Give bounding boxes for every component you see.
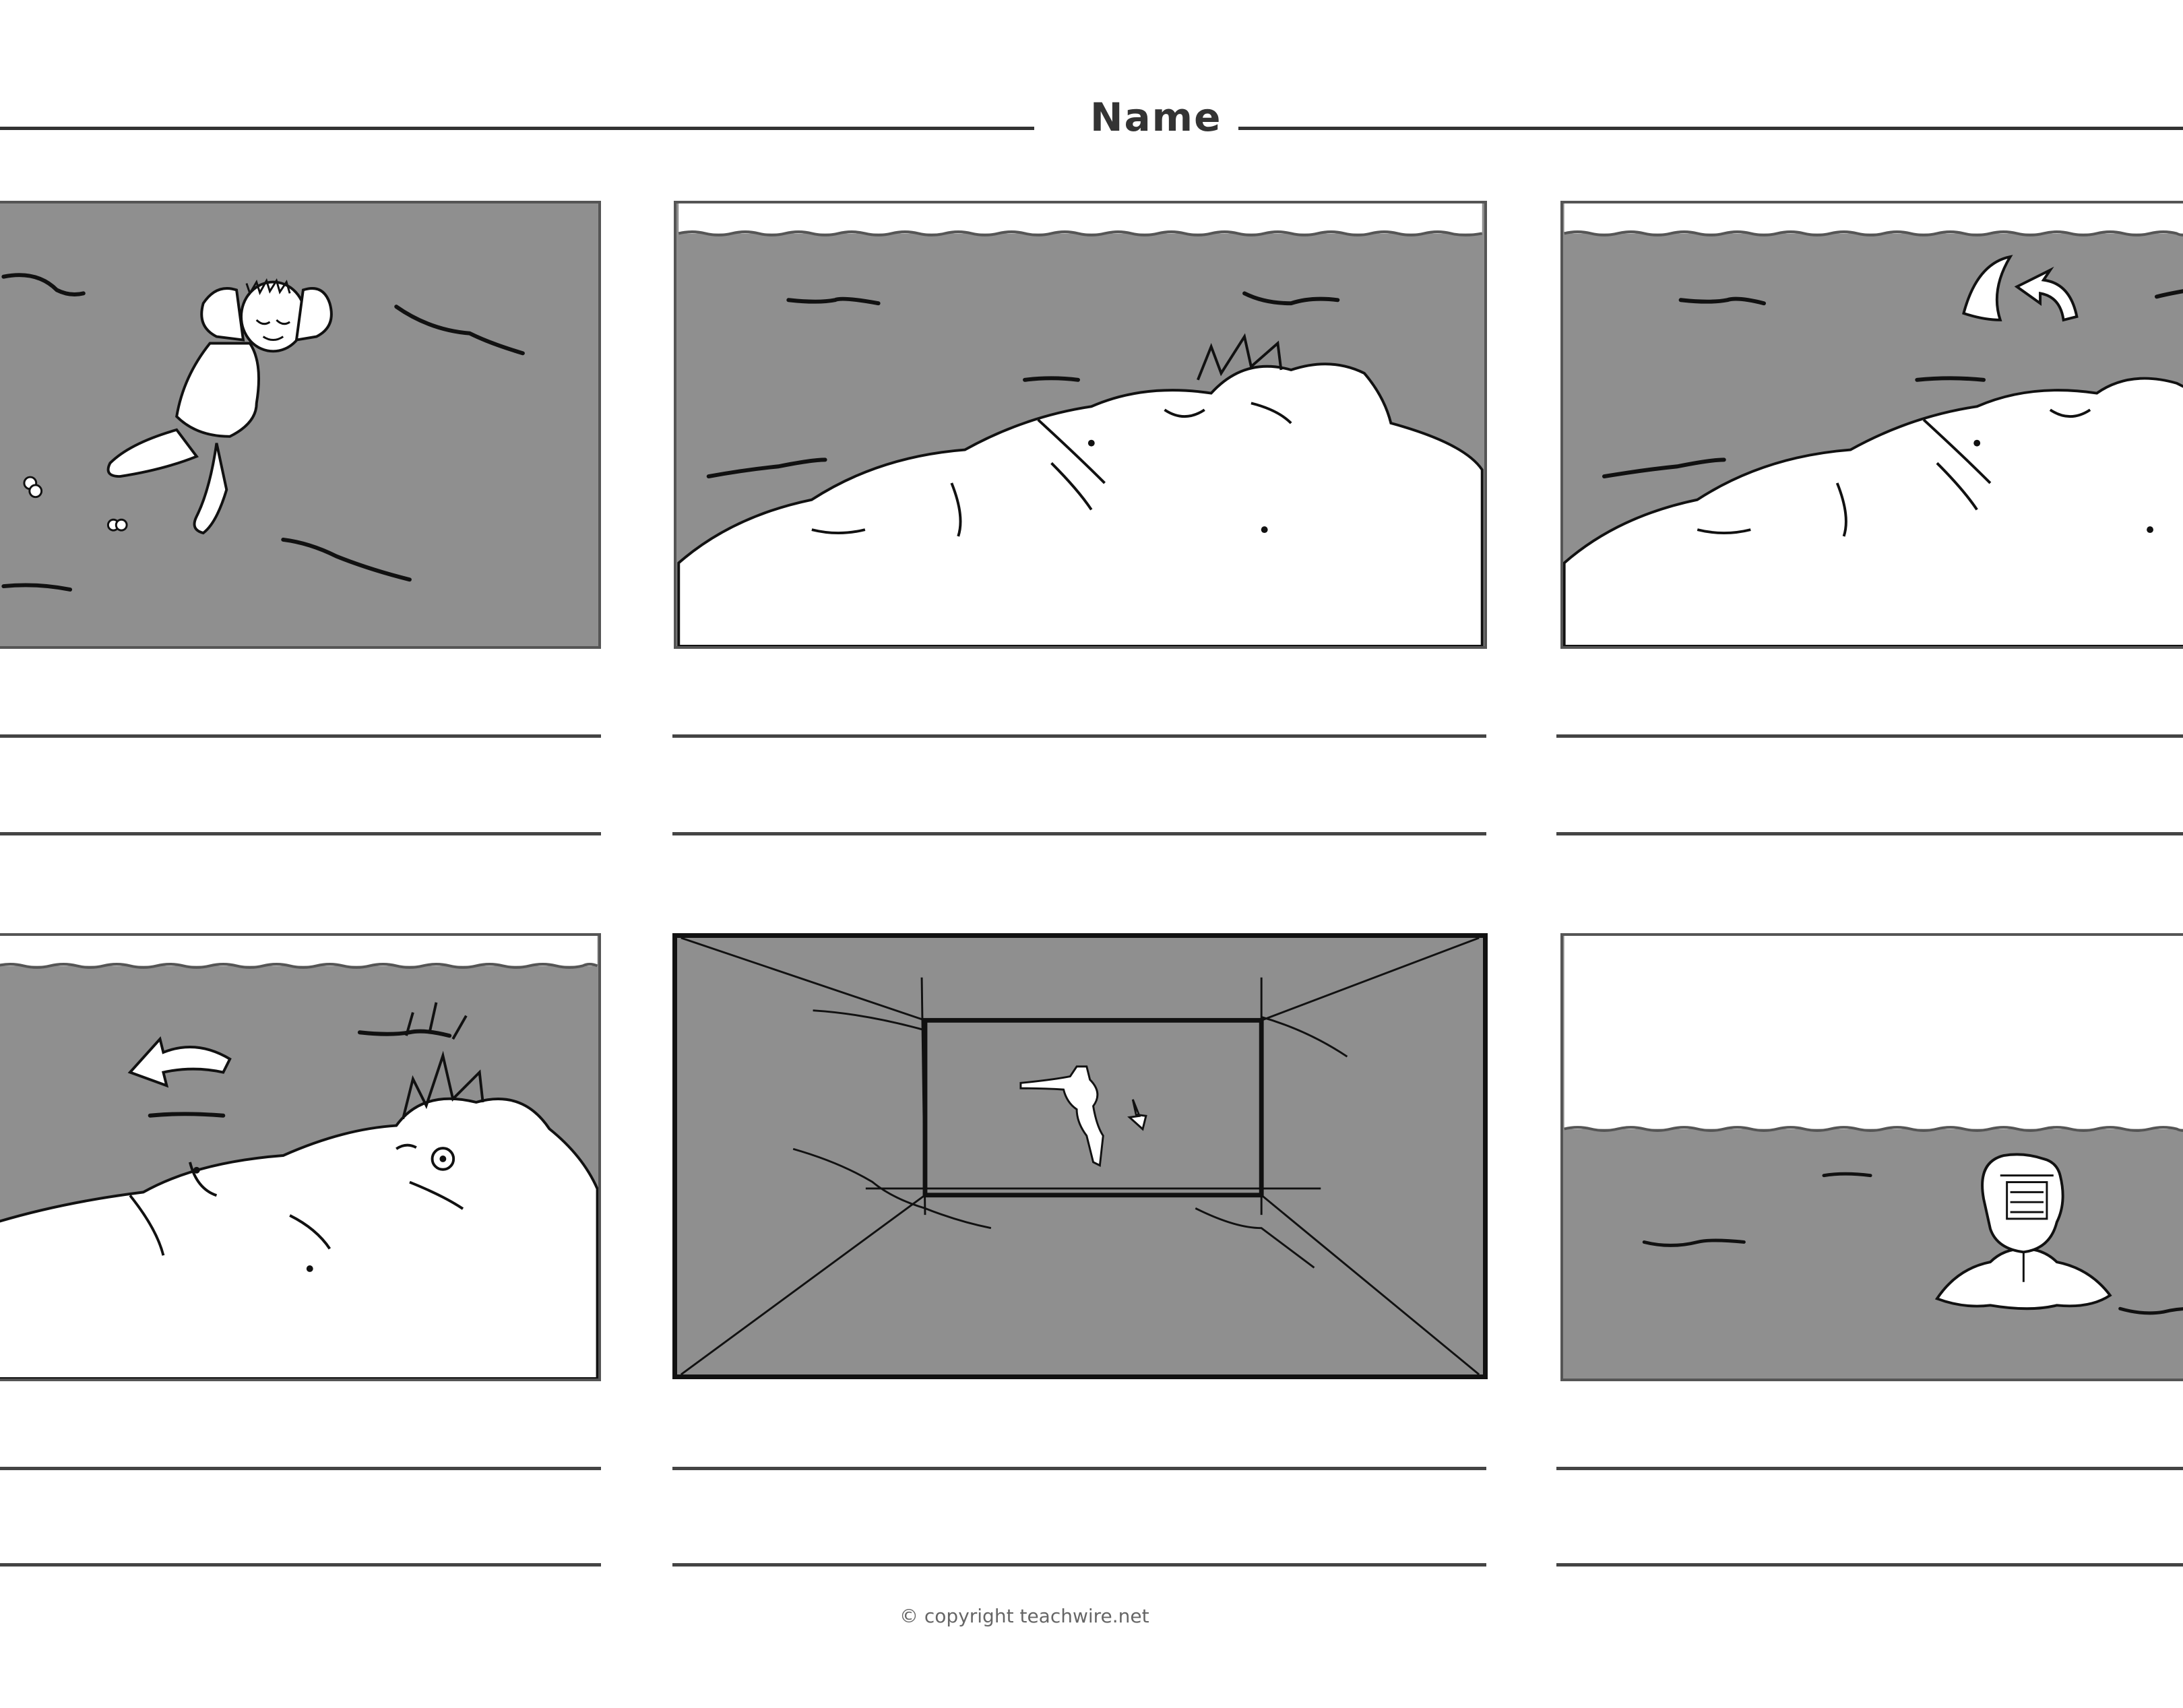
writing-line-3a[interactable] [1556,734,2183,738]
writing-line-3b[interactable] [1556,832,2183,835]
writing-line-4a[interactable] [0,1467,601,1470]
writing-line-2b[interactable] [672,832,1486,835]
writing-line-5a[interactable] [672,1467,1486,1470]
floating-close-up-illustration [677,203,1484,646]
storyboard-panel-5 [672,933,1488,1379]
name-line-left [0,127,1034,130]
writing-line-2a[interactable] [672,734,1486,738]
writing-line-6b[interactable] [1556,1563,2183,1567]
shark-fin-approaching-illustration [1563,203,2183,646]
storyboard-panel-2 [674,201,1487,649]
name-line-right[interactable] [1238,127,2183,130]
swimmer-surfacing-illustration [1564,936,2183,1315]
writing-line-1a[interactable] [0,734,601,738]
storyboard-panel-3 [1560,201,2183,649]
underwater-kick-illustration [680,938,1480,1374]
name-label: Name [1090,94,1222,140]
writing-line-5b[interactable] [672,1563,1486,1567]
writing-line-6a[interactable] [1556,1467,2183,1470]
storyboard-panel-4 [0,933,601,1381]
writing-line-1b[interactable] [0,832,601,835]
writing-line-4b[interactable] [0,1563,601,1567]
copyright-notice: © copyright teachwire.net [899,1605,1149,1627]
storyboard-panel-1 [0,201,601,649]
floating-from-above-illustration [1,273,525,592]
storyboard-panel-6 [1560,933,2183,1381]
swimmer-startled-illustration [0,936,598,1379]
